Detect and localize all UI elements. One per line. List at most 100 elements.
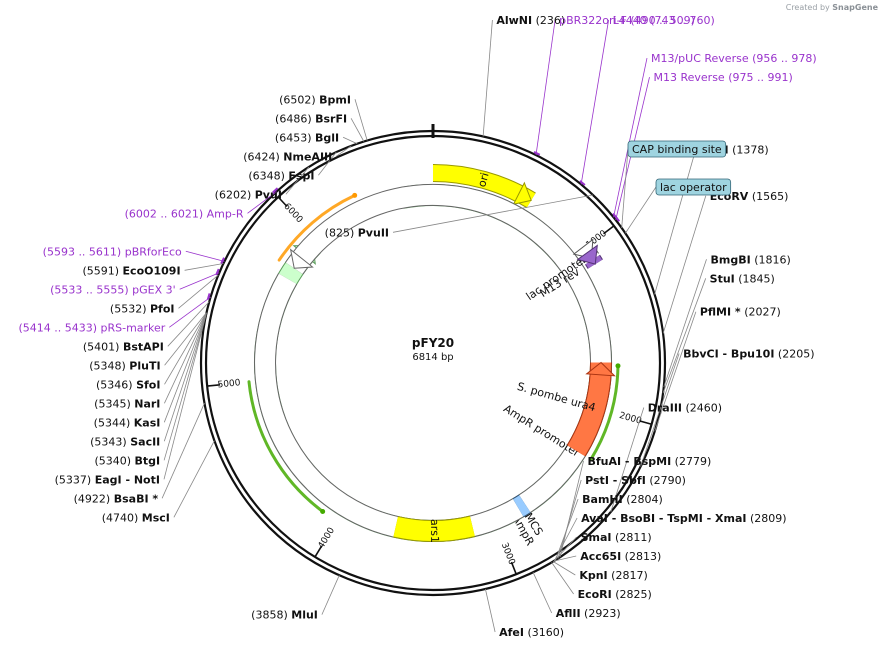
site-label-bsrfi[interactable]: (6486) BsrFI: [275, 112, 347, 125]
site-label-kasi[interactable]: (5344) KasI: [94, 416, 161, 429]
site-position: (1565): [752, 190, 789, 203]
site-name: BsrFI: [315, 112, 347, 125]
leader-line: [555, 498, 579, 561]
tick-label: 2000: [618, 411, 643, 427]
site-label-stui[interactable]: StuI (1845): [710, 272, 775, 285]
leader-line: [654, 149, 697, 295]
site-label-afei[interactable]: AfeI (3160): [499, 626, 564, 639]
feature-ori[interactable]: ori: [432, 163, 536, 209]
site-position: (6486): [275, 112, 312, 125]
site-position: (2804): [626, 493, 663, 506]
snapgene-logo: SnapGene: [832, 3, 878, 12]
feature-arrowhead: [576, 244, 598, 265]
site-label-sfoi[interactable]: (5346) SfoI: [96, 378, 160, 391]
site-label-pflmi[interactable]: PflMI * (2027): [700, 306, 781, 319]
primer-label-prs-marker[interactable]: (5414 .. 5433) pRS-marker: [18, 321, 165, 334]
site-position: (236): [536, 14, 566, 27]
site-name: SmaI: [581, 531, 612, 544]
site-position: (2460): [686, 401, 723, 414]
site-label-bbvci-bpu10i[interactable]: BbvCI - Bpu10I (2205): [683, 348, 814, 361]
feature-ars1[interactable]: ars1: [393, 515, 475, 543]
leader-line: [350, 118, 365, 142]
site-label-bgli[interactable]: (6453) BglI: [275, 131, 339, 144]
site-label-pvui[interactable]: (6202) PvuI: [215, 188, 282, 201]
boxed-label-lac-operator[interactable]: lac operator: [655, 178, 732, 196]
site-label-pluti[interactable]: (5348) PluTI: [89, 359, 160, 372]
boxed-label-background: [627, 140, 727, 158]
site-name: BstAPI: [123, 340, 164, 353]
site-position: (2923): [584, 607, 621, 620]
site-position: (2813): [625, 550, 662, 563]
leader-line: [161, 402, 205, 499]
site-label-fspi[interactable]: (6348) FspI: [248, 169, 314, 182]
site-label-ecoo109i[interactable]: (5591) EcoO109I: [82, 264, 180, 277]
leader-line: [285, 166, 310, 195]
site-position: (2825): [615, 588, 652, 601]
tick-label: 6000: [281, 202, 304, 226]
leader-line: [662, 195, 707, 334]
site-label-bfuai-bspmi[interactable]: BfuAI - BspMI (2779): [587, 455, 711, 468]
feature-label: AmpR promoter: [501, 402, 582, 460]
leader-line: [535, 19, 556, 156]
site-position: (2205): [778, 348, 815, 361]
site-label-aflii[interactable]: AflII (2923): [556, 607, 621, 620]
site-label-eagi-noti[interactable]: (5337) EagI - NotI: [55, 473, 160, 486]
primer-label-l4440[interactable]: L4440 (743 .. 760): [613, 14, 715, 27]
leader-line: [553, 536, 577, 562]
primer-name: Amp-R: [207, 207, 244, 220]
site-label-ecori[interactable]: EcoRI (2825): [578, 588, 652, 601]
orf-arc-end: [320, 508, 326, 514]
site-label-nari[interactable]: (5345) NarI: [94, 397, 160, 410]
boxed-label-cap-binding-site[interactable]: CAP binding site: [627, 140, 727, 158]
site-label-pvuii[interactable]: (825) PvuII: [325, 226, 389, 239]
primer-label-pbrforeco[interactable]: (5593 .. 5611) pBRforEco: [43, 245, 182, 258]
leader-line: [354, 99, 368, 141]
site-label-smai[interactable]: SmaI (2811): [581, 531, 652, 544]
site-position: (3858): [251, 609, 288, 622]
site-label-avai-bsobi-tspmi-xmai[interactable]: AvaI - BsoBI - TspMI - XmaI (2809): [581, 512, 787, 525]
site-label-sacii[interactable]: (5343) SacII: [90, 435, 160, 448]
leader-line: [342, 136, 358, 145]
site-label-alwni[interactable]: AlwNI (236): [496, 14, 565, 27]
site-position: (825): [325, 226, 355, 239]
site-label-msci[interactable]: (4740) MscI: [102, 511, 170, 524]
primer-label-m13-puc-reverse[interactable]: M13/pUC Reverse (956 .. 978): [651, 52, 817, 65]
primer-label-pbr322ori-f[interactable]: pBR322ori-F (490 .. 509): [559, 14, 695, 27]
site-label-bmgbi[interactable]: BmgBI (1816): [711, 253, 791, 266]
leader-line: [610, 407, 645, 513]
site-name: KpnI: [579, 569, 607, 582]
site-name: PfoI: [150, 302, 175, 315]
site-name: NmeAIII: [283, 150, 332, 163]
site-label-bamhi[interactable]: BamHI (2804): [582, 493, 663, 506]
primer-label-pgex-3[interactable]: (5533 .. 5555) pGEX 3': [50, 283, 176, 296]
site-label-draiii[interactable]: DraIII (2460): [648, 401, 722, 414]
site-name: BglI: [315, 131, 339, 144]
site-label-mlui[interactable]: (3858) MluI: [251, 609, 318, 622]
site-label-bsabi[interactable]: (4922) BsaBI *: [74, 492, 159, 505]
primer-position: (5414 .. 5433): [18, 321, 97, 334]
site-label-pfoi[interactable]: (5532) PfoI: [110, 302, 175, 315]
site-name: SacII: [130, 435, 160, 448]
site-position: (6453): [275, 131, 312, 144]
site-label-psti-sbfi[interactable]: PstI - SbfI (2790): [585, 474, 686, 487]
tick-mark: [314, 545, 323, 558]
primer-label-m13-reverse[interactable]: M13 Reverse (975 .. 991): [654, 71, 793, 84]
primer-name: M13/pUC Reverse: [651, 52, 749, 65]
site-position: (2790): [649, 474, 686, 487]
leader-line: [173, 440, 215, 518]
site-label-nmeaiii[interactable]: (6424) NmeAIII: [243, 150, 332, 163]
site-label-acc65i[interactable]: Acc65I (2813): [580, 550, 661, 563]
feature-body: [393, 516, 475, 541]
site-label-btgi[interactable]: (5340) BtgI: [94, 454, 160, 467]
watermark-prefix: Created by: [785, 3, 830, 12]
primer-label-amp-r[interactable]: (6002 .. 6021) Amp-R: [125, 207, 244, 220]
site-label-bpmi[interactable]: (6502) BpmI: [279, 93, 351, 106]
site-name: Acc65I: [580, 550, 621, 563]
feature-arrowhead: [512, 181, 532, 205]
leader-line: [621, 148, 629, 229]
boxed-label-text: lac operator: [660, 181, 727, 194]
site-label-kpni[interactable]: KpnI (2817): [579, 569, 647, 582]
site-name: EcoO109I: [123, 264, 181, 277]
site-name: PluTI: [129, 359, 160, 372]
site-label-bstapi[interactable]: (5401) BstAPI: [83, 340, 164, 353]
